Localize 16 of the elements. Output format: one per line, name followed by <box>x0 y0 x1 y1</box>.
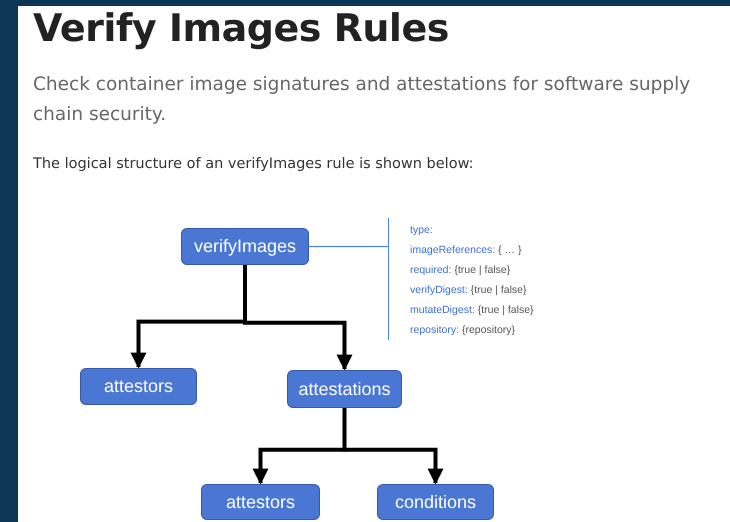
page-title: Verify Images Rules <box>33 6 449 50</box>
property-line: mutateDigest: {true | false} <box>410 303 535 318</box>
intro-text: The logical structure of an verifyImages rule is shown below: <box>33 156 474 172</box>
field-box: attestors <box>80 368 197 405</box>
subtitle: Check container image signatures and attestations for software supply chain security. <box>33 73 692 127</box>
property-line: type: <box>410 223 434 238</box>
property-line: required: {true | false} <box>410 263 512 278</box>
field-box: attestors <box>201 484 320 520</box>
property-line: verifyDigest: {true | false} <box>410 283 528 298</box>
property-line: imageReferences: { … } <box>410 243 522 258</box>
field-box: conditions <box>377 484 494 520</box>
connector-line <box>309 246 388 248</box>
field-box: attestations <box>287 370 402 408</box>
arrow <box>342 408 444 485</box>
property-line: repository: {repository} <box>410 323 516 338</box>
field-box: verifyImages <box>181 228 309 265</box>
